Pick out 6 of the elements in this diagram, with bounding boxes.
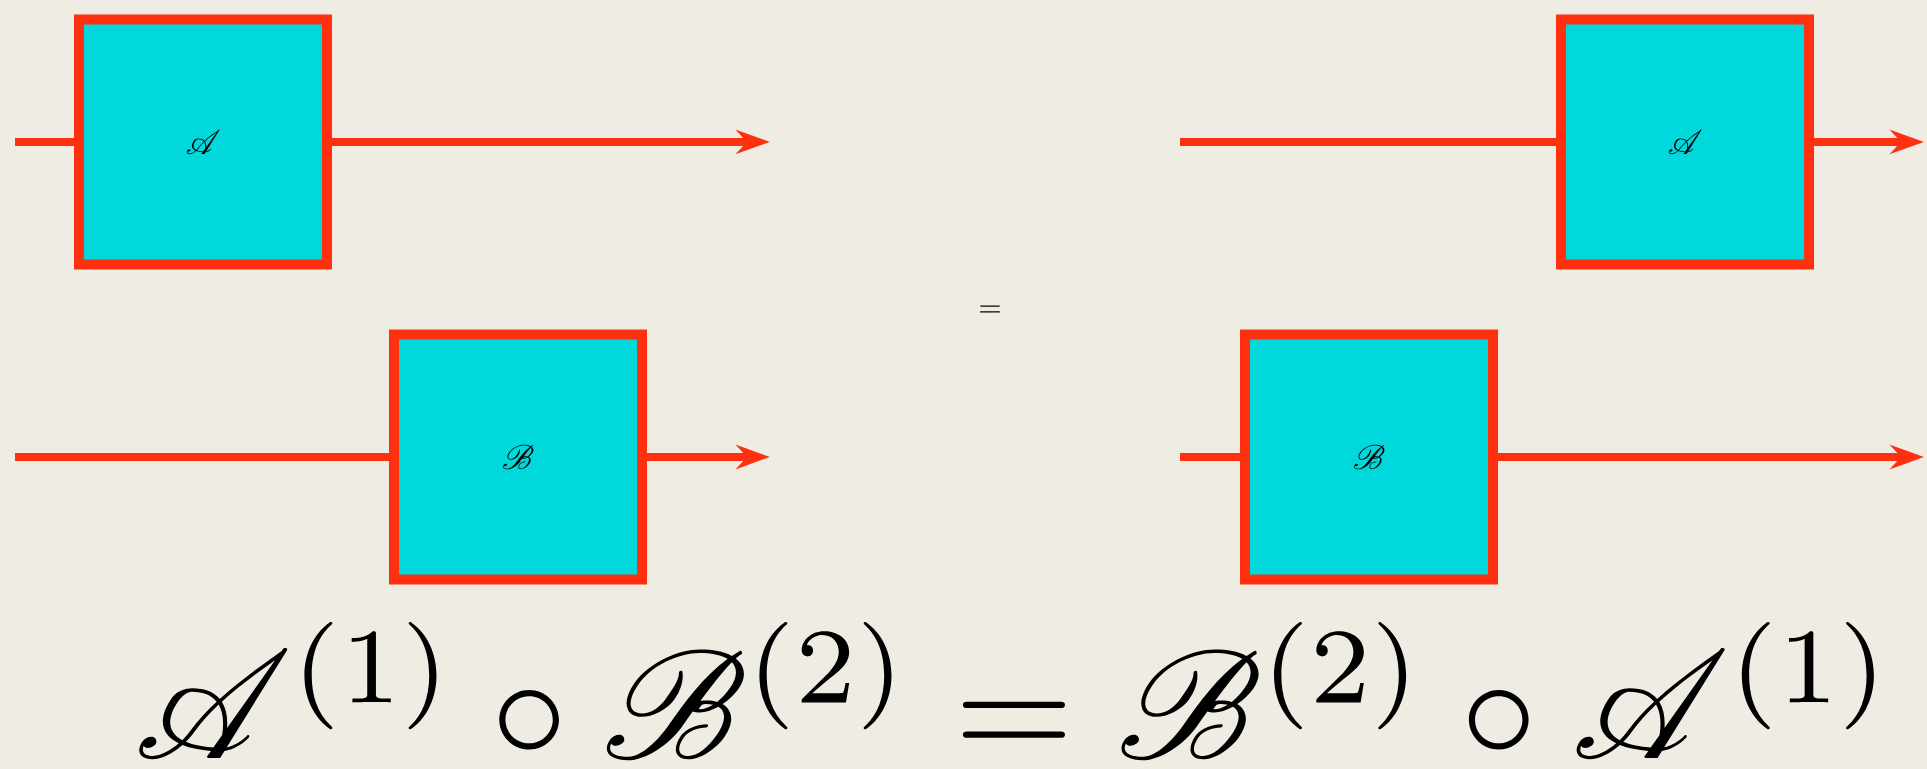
equals-sign: $=$	[980, 305, 1000, 313]
operator-box: $\mathscr{B}$	[1240, 329, 1498, 585]
operator-box: $\mathscr{A}$	[1556, 14, 1814, 270]
operator-box: $\mathscr{B}$	[389, 329, 647, 585]
operator-box: $\mathscr{A}$	[74, 14, 332, 270]
equation: $\mathscr{A}^{(1)} \circ \mathscr{B}^{(2)} = \mathscr{B}^{(2)} \circ \mathscr{A}^{(1)}$	[139, 621, 1874, 761]
